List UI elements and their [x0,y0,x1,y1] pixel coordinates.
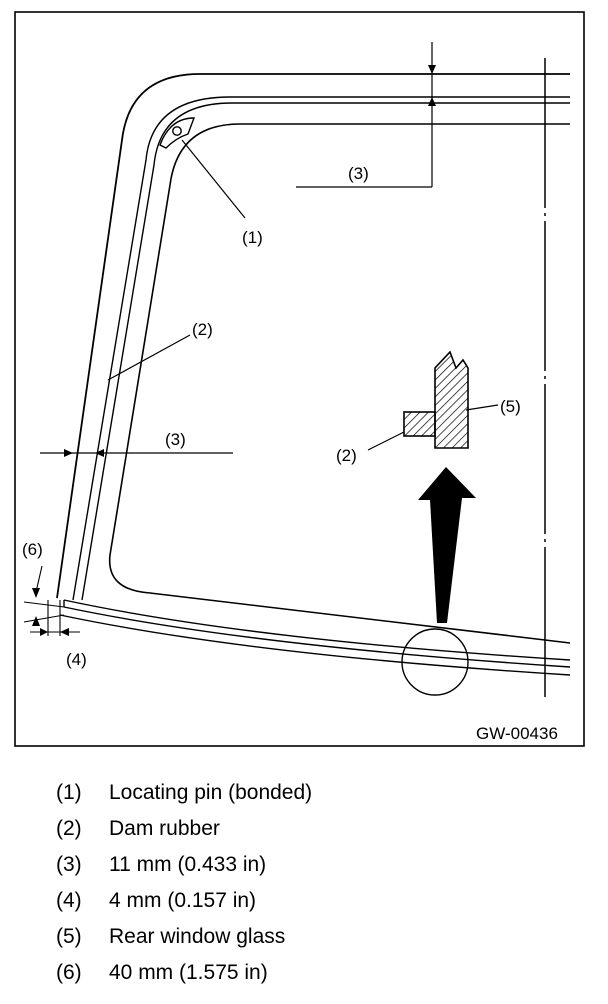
dam-rubber-section [403,411,436,437]
callout-top-gap: (3) [348,164,369,183]
callout-side-gap: (3) [165,430,186,449]
callout-detail-dam: (2) [336,446,357,465]
callout-pin: (1) [242,228,263,247]
body-opening-edge [56,73,570,599]
lower-edge-outer [59,614,571,676]
legend-description: 4 mm (0.157 in) [109,889,257,912]
legend-item: (3) 11 mm (0.433 in) [56,850,266,880]
dim-top-arrow-down [428,65,436,74]
callout-corner-gap: (4) [66,650,87,669]
dim-corner-arrow-2 [32,616,40,626]
figure-code: GW-00436 [476,724,558,743]
legend-item: (2) Dam rubber [56,814,220,844]
callout-dam: (2) [192,320,213,339]
callout-detail-glass: (5) [500,397,521,416]
legend-number: (1) [56,781,82,804]
legend-number: (5) [56,925,82,948]
glass-outline [108,123,571,644]
leader-dam [107,334,191,381]
dim-corner-ext-2 [23,614,65,623]
dim-side-arrow-left [95,449,104,457]
detail-pointer-arrow [418,467,476,623]
dim-corner-ext-1 [23,601,65,608]
callout-corner-length: (6) [22,540,43,559]
legend-description: 11 mm (0.433 in) [109,853,267,876]
dim-gap-arrow-right [40,628,48,636]
leader-detail-glass [465,404,499,411]
dim-side-arrow-right [64,449,73,457]
glass-section [434,350,469,449]
legend-item: (6) 40 mm (1.575 in) [56,958,268,988]
dim-top-arrow-up [428,97,436,106]
dim-gap-arrow-left [60,628,69,636]
legend-description: 40 mm (1.575 in) [109,961,268,984]
legend-description: Locating pin (bonded) [109,781,313,804]
dam-rubber-inner [81,102,570,601]
leader-detail-dam [367,431,405,451]
detail-circle [401,628,469,696]
locating-pin [159,117,196,149]
legend-description: Dam rubber [109,817,220,840]
dam-rubber [72,96,570,601]
lower-body-edge [63,599,571,668]
legend-number: (6) [56,961,82,984]
legend-description: Rear window glass [109,925,286,948]
rear-window-installation-diagram: (1) (3) (2) (3) (5) (2) (6) (4) GW-00436 [14,11,585,747]
figure-border [14,11,585,747]
legend-number: (3) [56,853,82,876]
legend-item: (1) Locating pin (bonded) [56,778,312,808]
dim-corner-leader [35,565,43,593]
leader-pin [181,139,246,219]
legend-number: (2) [56,817,82,840]
dim-corner-arrow [32,588,40,598]
legend-item: (5) Rear window glass [56,922,285,952]
legend-item: (4) 4 mm (0.157 in) [56,886,256,916]
legend-number: (4) [56,889,82,912]
